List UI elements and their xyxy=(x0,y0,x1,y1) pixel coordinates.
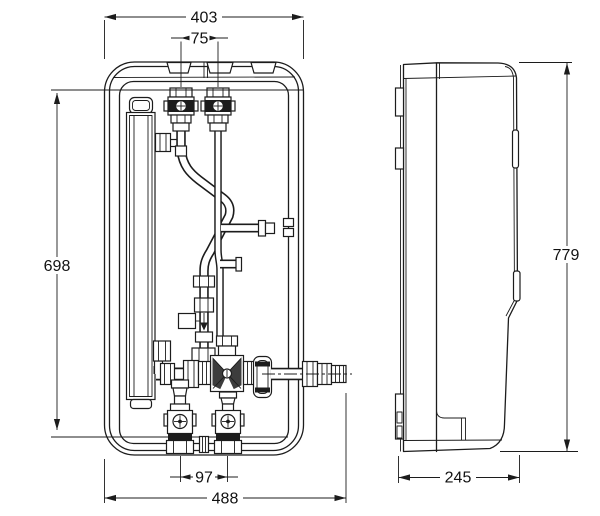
central-piping xyxy=(176,131,276,364)
dim-side-height: 779 xyxy=(500,62,583,452)
sensor-pocket-flag xyxy=(177,312,200,330)
dimensions: 403 75 698 xyxy=(40,9,583,508)
top-valves xyxy=(163,87,236,157)
dim-side-depth: 245 xyxy=(398,455,520,487)
dim-label-698: 698 xyxy=(44,258,71,275)
wall-brackets xyxy=(394,87,405,440)
cover-clips xyxy=(511,129,521,302)
bottom-valve-right xyxy=(211,391,245,455)
capped-stub xyxy=(221,219,276,237)
top-knockout xyxy=(166,61,192,74)
valve-top-stack xyxy=(215,335,239,357)
side-profile xyxy=(402,62,519,453)
hx-top-fitting xyxy=(154,132,179,153)
top-knockout xyxy=(250,61,277,74)
handwheel-valve xyxy=(252,355,273,399)
dim-label-488: 488 xyxy=(212,491,239,508)
bottom-valve-left xyxy=(163,379,197,455)
dim-bottom-pipe-spacing: 97 xyxy=(170,456,238,487)
dim-top-pipe-spacing: 75 xyxy=(171,30,228,87)
dim-label-75: 75 xyxy=(191,31,209,48)
dim-connection-height: 698 xyxy=(40,89,303,438)
plate-heat-exchanger xyxy=(125,96,179,410)
dim-label-97: 97 xyxy=(195,470,213,487)
side-connection-pipe xyxy=(262,360,352,388)
tee-stub xyxy=(220,256,243,272)
bottom-valves xyxy=(163,379,245,455)
bottom-manifold xyxy=(153,217,352,454)
dim-label-779: 779 xyxy=(553,247,580,264)
bottom-recess xyxy=(436,402,466,440)
pipe-clamp xyxy=(282,217,295,238)
front-enclosure-outline xyxy=(103,61,305,456)
top-valve-left xyxy=(163,87,199,132)
dim-width-with-connection: 488 xyxy=(104,393,347,508)
union-nuts xyxy=(192,275,216,343)
side-view xyxy=(394,62,521,453)
front-view xyxy=(103,61,352,456)
top-valve-right xyxy=(200,87,236,132)
left-node-fitting xyxy=(174,145,188,157)
three-way-valve xyxy=(197,354,257,393)
run-nut xyxy=(159,362,176,386)
dim-overall-width: 403 xyxy=(104,9,304,59)
bottom-bracket xyxy=(198,435,210,454)
dim-label-245: 245 xyxy=(445,470,472,487)
dim-label-403: 403 xyxy=(191,10,218,27)
top-knockout xyxy=(206,61,234,74)
flow-arrow xyxy=(200,313,208,331)
